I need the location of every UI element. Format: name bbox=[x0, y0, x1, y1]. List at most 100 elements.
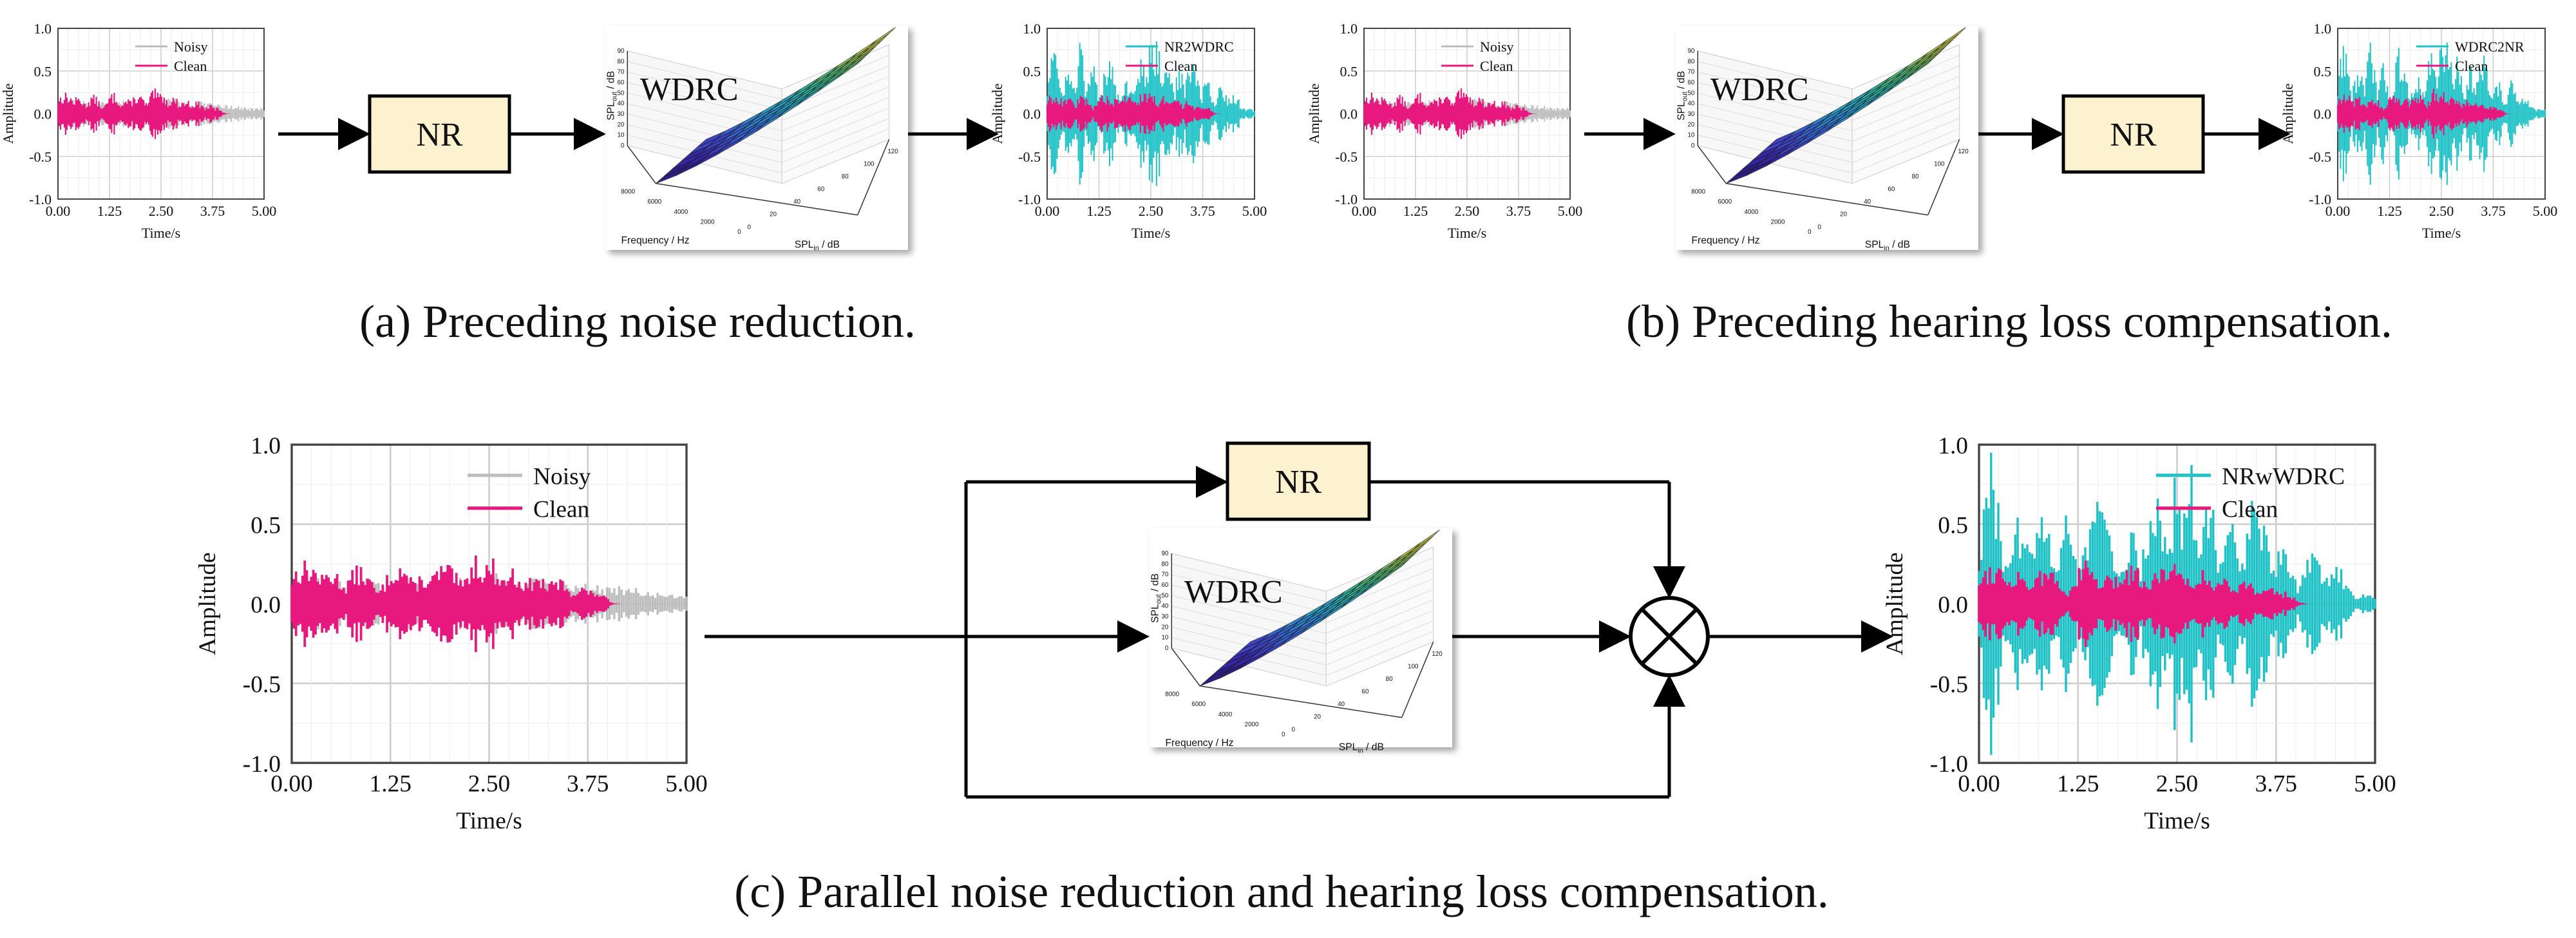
x-tick-label: 5.00 bbox=[2533, 203, 2558, 219]
x-tick-label: 2.50 bbox=[1139, 203, 1164, 219]
axis-line bbox=[1697, 145, 1727, 184]
caption-layer: (a) Preceding noise reduction. (b) Prece… bbox=[359, 296, 2392, 917]
x-axis-label: Time/s bbox=[1132, 225, 1170, 241]
wall-grid-line bbox=[1698, 82, 1853, 121]
wall-grid-line bbox=[1325, 609, 1434, 655]
plot-legend: NRwWDRC Clean bbox=[2156, 463, 2345, 522]
z-tick-label: 20 bbox=[1687, 121, 1694, 128]
x-axis-label: SPLin / dB bbox=[1865, 240, 1910, 253]
legend-label: Clean bbox=[1480, 58, 1513, 74]
legend-label: Noisy bbox=[1480, 39, 1514, 55]
wall-grid-line bbox=[1852, 118, 1960, 163]
legend-label: Clean bbox=[2222, 496, 2278, 522]
z-axis-label: SPLout / dB bbox=[1676, 71, 1689, 120]
mixer-cross-icon bbox=[1640, 608, 1698, 665]
wall-grid-line bbox=[781, 128, 889, 173]
nr-block: NR bbox=[1226, 441, 1371, 521]
y-tick-label: 1.0 bbox=[1340, 21, 1358, 37]
surface-facet bbox=[1414, 529, 1440, 550]
wall-grid-line bbox=[781, 86, 889, 131]
y-axis-label: Amplitude bbox=[2280, 83, 2296, 144]
wall-grid-line bbox=[1325, 599, 1434, 644]
x-tick-label: 120 bbox=[1958, 148, 1969, 155]
z-tick-label: 50 bbox=[1161, 592, 1168, 599]
x-tick-label: 60 bbox=[1361, 689, 1368, 696]
y-tick-label: -1.0 bbox=[1335, 191, 1358, 207]
y-tick-label: 1.0 bbox=[2314, 21, 2332, 37]
x-tick-label: 5.00 bbox=[665, 770, 707, 797]
nr-block-box bbox=[2061, 94, 2205, 174]
y-tick-label: -0.5 bbox=[1018, 149, 1041, 165]
z-tick-label: 60 bbox=[1687, 79, 1694, 86]
y-tick-label: 6000 bbox=[647, 198, 661, 206]
legend-label: Clean bbox=[1164, 58, 1197, 74]
mixer-node bbox=[1629, 596, 1710, 677]
legend-label: NRwWDRC bbox=[2222, 463, 2345, 490]
x-tick-label: 1.25 bbox=[97, 203, 122, 219]
wall-grid-line bbox=[1852, 75, 1960, 121]
x-tick-label: 80 bbox=[1912, 173, 1919, 180]
z-tick-label: 40 bbox=[1687, 100, 1694, 108]
y-axis-label: Amplitude bbox=[1306, 83, 1322, 144]
z-tick-label: 80 bbox=[1687, 58, 1694, 65]
y-tick-label: 1.0 bbox=[1938, 433, 1968, 459]
z-tick-label: 30 bbox=[617, 111, 624, 118]
wall-grid-line bbox=[627, 72, 782, 111]
x-tick-label: 2.50 bbox=[468, 770, 510, 797]
x-tick-label: 40 bbox=[1338, 701, 1345, 708]
wall-grid-line bbox=[1171, 584, 1327, 624]
x-tick-label: 100 bbox=[864, 160, 875, 168]
y-tick-label: 6000 bbox=[1718, 198, 1732, 206]
z-tick-label: 0 bbox=[1165, 645, 1169, 652]
x-tick-label: 1.25 bbox=[1086, 203, 1112, 219]
series-clean-trace bbox=[2336, 88, 2512, 139]
y-tick-label: -0.5 bbox=[1930, 671, 1968, 698]
y-axis-label: Frequency / Hz bbox=[621, 235, 689, 246]
x-tick-label: 60 bbox=[817, 186, 824, 193]
y-axis-label: Frequency / Hz bbox=[1691, 235, 1759, 246]
x-axis-label: Time/s bbox=[456, 808, 522, 834]
y-tick-label: 1.0 bbox=[34, 21, 52, 37]
wall-grid-line bbox=[1171, 574, 1327, 613]
y-tick-label: 0.5 bbox=[34, 63, 52, 79]
legend-label: NR2WDRC bbox=[1164, 39, 1234, 55]
caption-c: (c) Parallel noise reduction and hearing… bbox=[734, 866, 1829, 917]
wall-grid-line bbox=[1325, 620, 1434, 665]
x-tick-label: 20 bbox=[1840, 211, 1847, 218]
z-tick-label: 40 bbox=[617, 100, 624, 108]
x-axis-label: Time/s bbox=[2422, 225, 2461, 241]
x-tick-label: 0.00 bbox=[270, 770, 312, 797]
z-tick-label: 20 bbox=[1161, 624, 1168, 631]
x-tick-label: 1.25 bbox=[2377, 203, 2402, 219]
wall-grid-line bbox=[1171, 564, 1327, 602]
series-clean-trace bbox=[57, 88, 231, 139]
y-axis-label: Amplitude bbox=[989, 83, 1005, 144]
y-tick-label: -1.0 bbox=[243, 751, 281, 778]
x-tick-label: 0.00 bbox=[2325, 203, 2351, 219]
y-tick-label: -1.0 bbox=[1930, 751, 1968, 778]
wall-grid-line bbox=[627, 113, 782, 153]
y-tick-label: -0.5 bbox=[243, 671, 281, 698]
z-tick-label: 70 bbox=[1161, 571, 1168, 579]
wall-grid-line bbox=[1325, 631, 1434, 676]
z-tick-label: 0 bbox=[1691, 142, 1695, 149]
wall-grid-line bbox=[1852, 128, 1960, 173]
z-tick-label: 30 bbox=[1161, 613, 1168, 620]
y-tick-label: -0.5 bbox=[2309, 149, 2331, 165]
y-tick-label: 0.0 bbox=[1340, 106, 1358, 122]
y-axis-label: Amplitude bbox=[1882, 552, 1908, 655]
y-tick-label: -1.0 bbox=[29, 191, 52, 207]
y-tick-label: 0.5 bbox=[251, 512, 281, 539]
x-tick-label: 5.00 bbox=[2354, 770, 2396, 797]
y-axis-label: Frequency / Hz bbox=[1165, 738, 1233, 749]
y-tick-label: 0 bbox=[1282, 731, 1285, 738]
x-tick-label: 60 bbox=[1888, 186, 1895, 193]
plot-axes bbox=[627, 51, 890, 216]
x-tick-label: 3.75 bbox=[1506, 203, 1531, 219]
